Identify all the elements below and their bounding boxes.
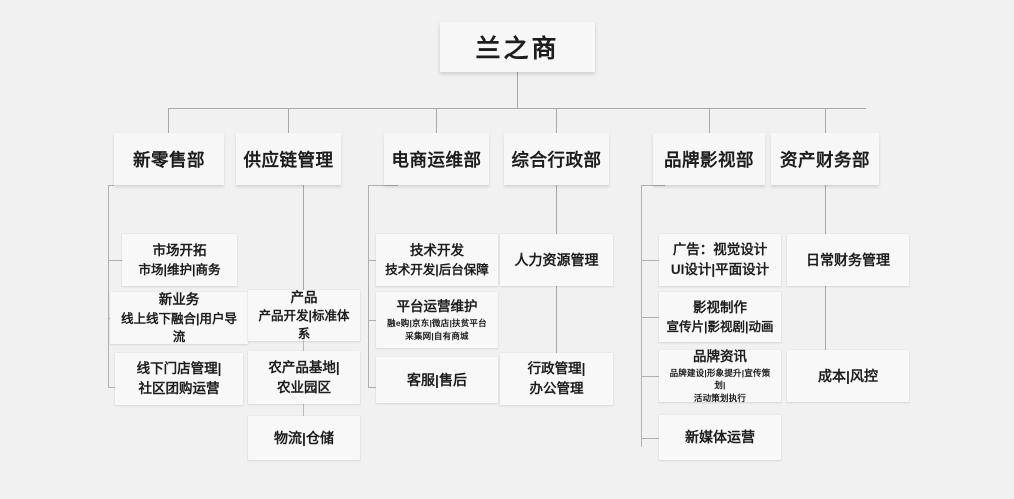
leaf-line: 农业园区	[277, 379, 331, 395]
leaf-line: 融e购|京东|微店|扶贫平台	[387, 318, 487, 329]
connector-dept-drop-4	[556, 108, 557, 133]
connector-center-4-b	[556, 286, 557, 353]
connector-stub-3-1	[368, 260, 381, 261]
leaf-line: 行政管理|	[527, 361, 586, 377]
connector-spine-3	[368, 185, 369, 387]
leaf-line: 日常财务管理	[806, 251, 890, 268]
dept-label-4: 综合行政部	[511, 149, 602, 170]
connector-stub-5-3	[641, 376, 659, 377]
connector-stub-3-3	[368, 387, 381, 388]
connector-dept-drop-3	[436, 108, 437, 133]
leaf-line: 人力资源管理	[514, 251, 599, 268]
dept-node-5[interactable]: 品牌影视部	[653, 133, 765, 185]
dept-node-1[interactable]: 新零售部	[114, 133, 224, 185]
dept-node-6[interactable]: 资产财务部	[771, 133, 879, 185]
leaf-line: 社区团购运营	[138, 381, 220, 396]
leaf-node-1-3[interactable]: 线下门店管理| 社区团购运营	[115, 353, 243, 405]
connector-root-drop	[517, 72, 518, 108]
connector-spine-5-top	[641, 185, 665, 186]
leaf-node-2-1[interactable]: 产品 产品开发|标准体系	[248, 290, 360, 341]
leaf-line: 产品开发|标准体系	[258, 309, 350, 342]
dept-node-4[interactable]: 综合行政部	[504, 133, 609, 185]
leaf-line: 品牌资讯	[693, 349, 747, 365]
connector-center-2-b	[303, 340, 304, 352]
leaf-line: 产品	[290, 289, 318, 305]
leaf-line: 平台运营维护	[396, 299, 478, 315]
dept-label-5: 品牌影视部	[664, 149, 754, 170]
connector-stub-3-2	[368, 320, 381, 321]
dept-node-3[interactable]: 电商运维部	[384, 133, 489, 185]
dept-label-3: 电商运维部	[391, 149, 482, 170]
leaf-node-6-1[interactable]: 日常财务管理	[787, 234, 909, 286]
leaf-line: 采集网|自有商城	[405, 330, 469, 341]
connector-center-6-b	[825, 286, 826, 350]
leaf-node-4-2[interactable]: 行政管理| 办公管理	[500, 353, 613, 405]
leaf-line: 影视制作	[693, 300, 747, 316]
leaf-node-1-1[interactable]: 市场开拓 市场|维护|商务	[122, 234, 237, 286]
leaf-node-6-2[interactable]: 成本|风控	[787, 350, 909, 402]
connector-spine-5	[641, 185, 642, 447]
connector-dept-drop-1	[168, 108, 169, 133]
leaf-line: 线上线下融合|用户导流	[121, 311, 237, 344]
connector-center-4-a	[556, 185, 557, 234]
leaf-line: 市场开拓	[152, 243, 207, 259]
dept-label-2: 供应链管理	[243, 149, 334, 170]
leaf-line: 客服|售后	[407, 371, 467, 388]
leaf-line: 新媒体运营	[685, 429, 755, 446]
leaf-node-5-1[interactable]: 广告：视觉设计 UI设计|平面设计	[659, 234, 781, 286]
connector-center-6-a	[825, 185, 826, 234]
leaf-line: 广告：视觉设计	[672, 242, 768, 258]
connector-dept-drop-2	[288, 108, 289, 133]
connector-center-2-c	[303, 404, 304, 416]
leaf-node-3-1[interactable]: 技术开发 技术开发|后台保障	[376, 234, 498, 286]
leaf-node-5-3[interactable]: 品牌资讯 品牌建设|形象提升|宣传策划| 活动策划执行	[659, 349, 781, 404]
leaf-line: 办公管理	[529, 381, 584, 396]
connector-bus	[168, 108, 866, 109]
leaf-node-5-2[interactable]: 影视制作 宣传片|影视剧|动画	[659, 292, 781, 342]
leaf-node-3-2[interactable]: 平台运营维护 融e购|京东|微店|扶贫平台 采集网|自有商城	[376, 292, 498, 348]
root-node[interactable]: 兰之商	[440, 22, 595, 72]
leaf-line: 新业务	[158, 292, 200, 308]
leaf-node-2-2[interactable]: 农产品基地| 农业园区	[248, 351, 360, 404]
leaf-line: 市场|维护|商务	[138, 262, 221, 277]
connector-stub-1-1	[108, 260, 122, 261]
connector-spine-1-top	[108, 185, 114, 186]
connector-dept-drop-6	[825, 108, 826, 133]
connector-spine-1	[108, 185, 109, 387]
dept-label-1: 新零售部	[133, 149, 205, 170]
leaf-line: 成本|风控	[818, 367, 878, 384]
leaf-line: 宣传片|影视剧|动画	[666, 319, 774, 334]
connector-stub-5-1	[641, 260, 659, 261]
leaf-node-1-2[interactable]: 新业务 线上线下融合|用户导流	[110, 292, 248, 344]
leaf-line: 物流|仓储	[274, 429, 334, 446]
leaf-node-3-3[interactable]: 客服|售后	[376, 357, 498, 403]
connector-dept-drop-5	[709, 108, 710, 133]
leaf-line: 活动策划执行	[693, 393, 747, 404]
dept-label-6: 资产财务部	[780, 149, 870, 170]
leaf-line: UI设计|平面设计	[670, 262, 770, 277]
leaf-line: 线下门店管理|	[136, 361, 222, 377]
leaf-line: 品牌建设|形象提升|宣传策划|	[669, 367, 771, 391]
leaf-node-5-4[interactable]: 新媒体运营	[659, 415, 781, 460]
dept-node-2[interactable]: 供应链管理	[236, 133, 341, 185]
root-label: 兰之商	[475, 35, 560, 63]
connector-center-2	[303, 185, 304, 290]
connector-stub-5-4	[641, 438, 659, 439]
connector-stub-5-2	[641, 317, 659, 318]
leaf-line: 技术开发|后台保障	[385, 262, 489, 277]
leaf-line: 技术开发	[410, 243, 464, 259]
connector-spine-3-top	[368, 185, 398, 186]
leaf-node-4-1[interactable]: 人力资源管理	[500, 234, 613, 286]
leaf-line: 农产品基地|	[268, 359, 340, 375]
leaf-node-2-3[interactable]: 物流|仓储	[248, 416, 360, 460]
